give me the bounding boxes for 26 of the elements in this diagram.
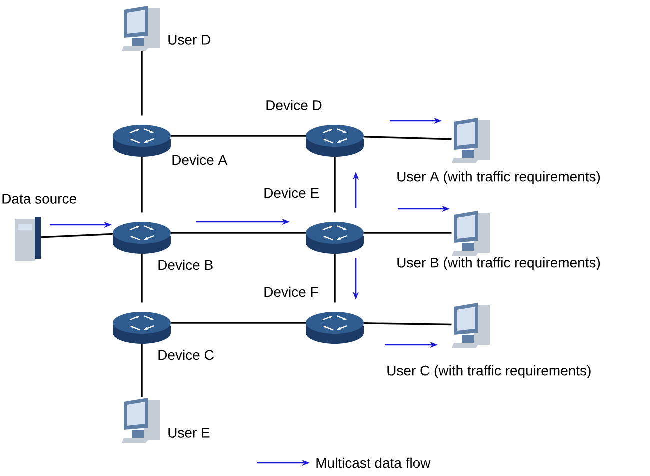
connection-line: [364, 322, 452, 326]
node-label: User C (with traffic requirements): [388, 365, 591, 379]
connection-line: [334, 156, 336, 213]
connection-line: [170, 322, 306, 324]
legend-label: Multicast data flow: [316, 458, 431, 468]
node-label: Data source: [2, 194, 76, 204]
connection-line: [170, 135, 306, 137]
connection-line: [364, 232, 452, 234]
node-label: Device A: [172, 154, 228, 166]
connection-line: [141, 343, 143, 398]
connection-line: [40, 233, 114, 238]
node-label: Device B: [158, 260, 213, 270]
node-label: Device F: [264, 286, 318, 298]
connection-line: [141, 253, 143, 303]
node-label: User D: [168, 35, 210, 45]
node-label: User B (with traffic requirements): [398, 257, 600, 271]
node-label: Device D: [266, 100, 322, 110]
connection-line: [141, 50, 143, 116]
connection-line: [170, 232, 306, 234]
node-label: User A (with traffic requirements): [398, 171, 600, 185]
connection-line: [364, 136, 452, 140]
node-label: Device E: [264, 188, 319, 198]
node-label: Device C: [158, 350, 214, 360]
connection-line: [334, 253, 336, 303]
node-label: User E: [168, 428, 210, 438]
connection-line: [141, 156, 143, 213]
